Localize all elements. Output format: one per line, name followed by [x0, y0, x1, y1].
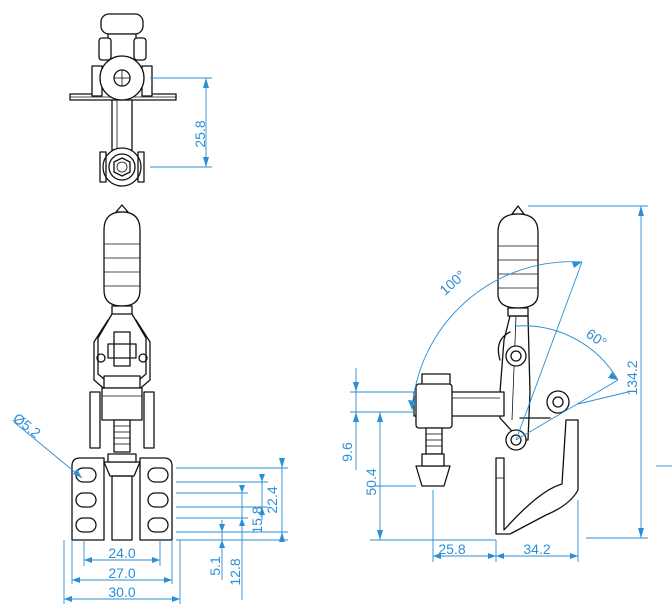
dim-label-slot-15-8: 15.8	[249, 506, 265, 533]
top-view	[69, 13, 177, 187]
dim-label-height-134: 134.2	[624, 360, 640, 395]
dim-label-top-pitch: 25.8	[192, 120, 208, 147]
side-view	[413, 205, 579, 535]
front-view	[71, 204, 173, 541]
dim-label-width-30: 30.0	[108, 584, 135, 600]
dim-label-slot-22-4: 22.4	[264, 486, 280, 513]
dim-hole-diameter: Ø5.2	[10, 410, 83, 479]
dim-label-reach-25-8: 25.8	[438, 541, 465, 557]
dim-base-widths: 24.0 27.0 30.0	[63, 540, 181, 604]
dim-label-slot-5-1: 5.1	[207, 556, 223, 576]
dim-label-base-34-2: 34.2	[523, 541, 550, 557]
dim-slot-positions: 22.4 15.8 12.8 5.1	[176, 458, 288, 600]
dim-label-angle-100: 100°	[436, 267, 468, 298]
dim-top-pitch: 25.8	[150, 77, 212, 168]
dim-bottom-widths: 25.8 34.2	[432, 490, 579, 562]
dim-overall-height: 134.2	[528, 205, 672, 539]
dim-label-height-50-4: 50.4	[363, 468, 379, 495]
dim-label-slot-12-8: 12.8	[227, 558, 243, 585]
dim-label-height-9-6: 9.6	[339, 442, 355, 462]
dim-label-hole-dia: Ø5.2	[10, 410, 44, 441]
dim-label-width-27: 27.0	[108, 565, 135, 581]
dim-label-width-24: 24.0	[108, 545, 135, 561]
